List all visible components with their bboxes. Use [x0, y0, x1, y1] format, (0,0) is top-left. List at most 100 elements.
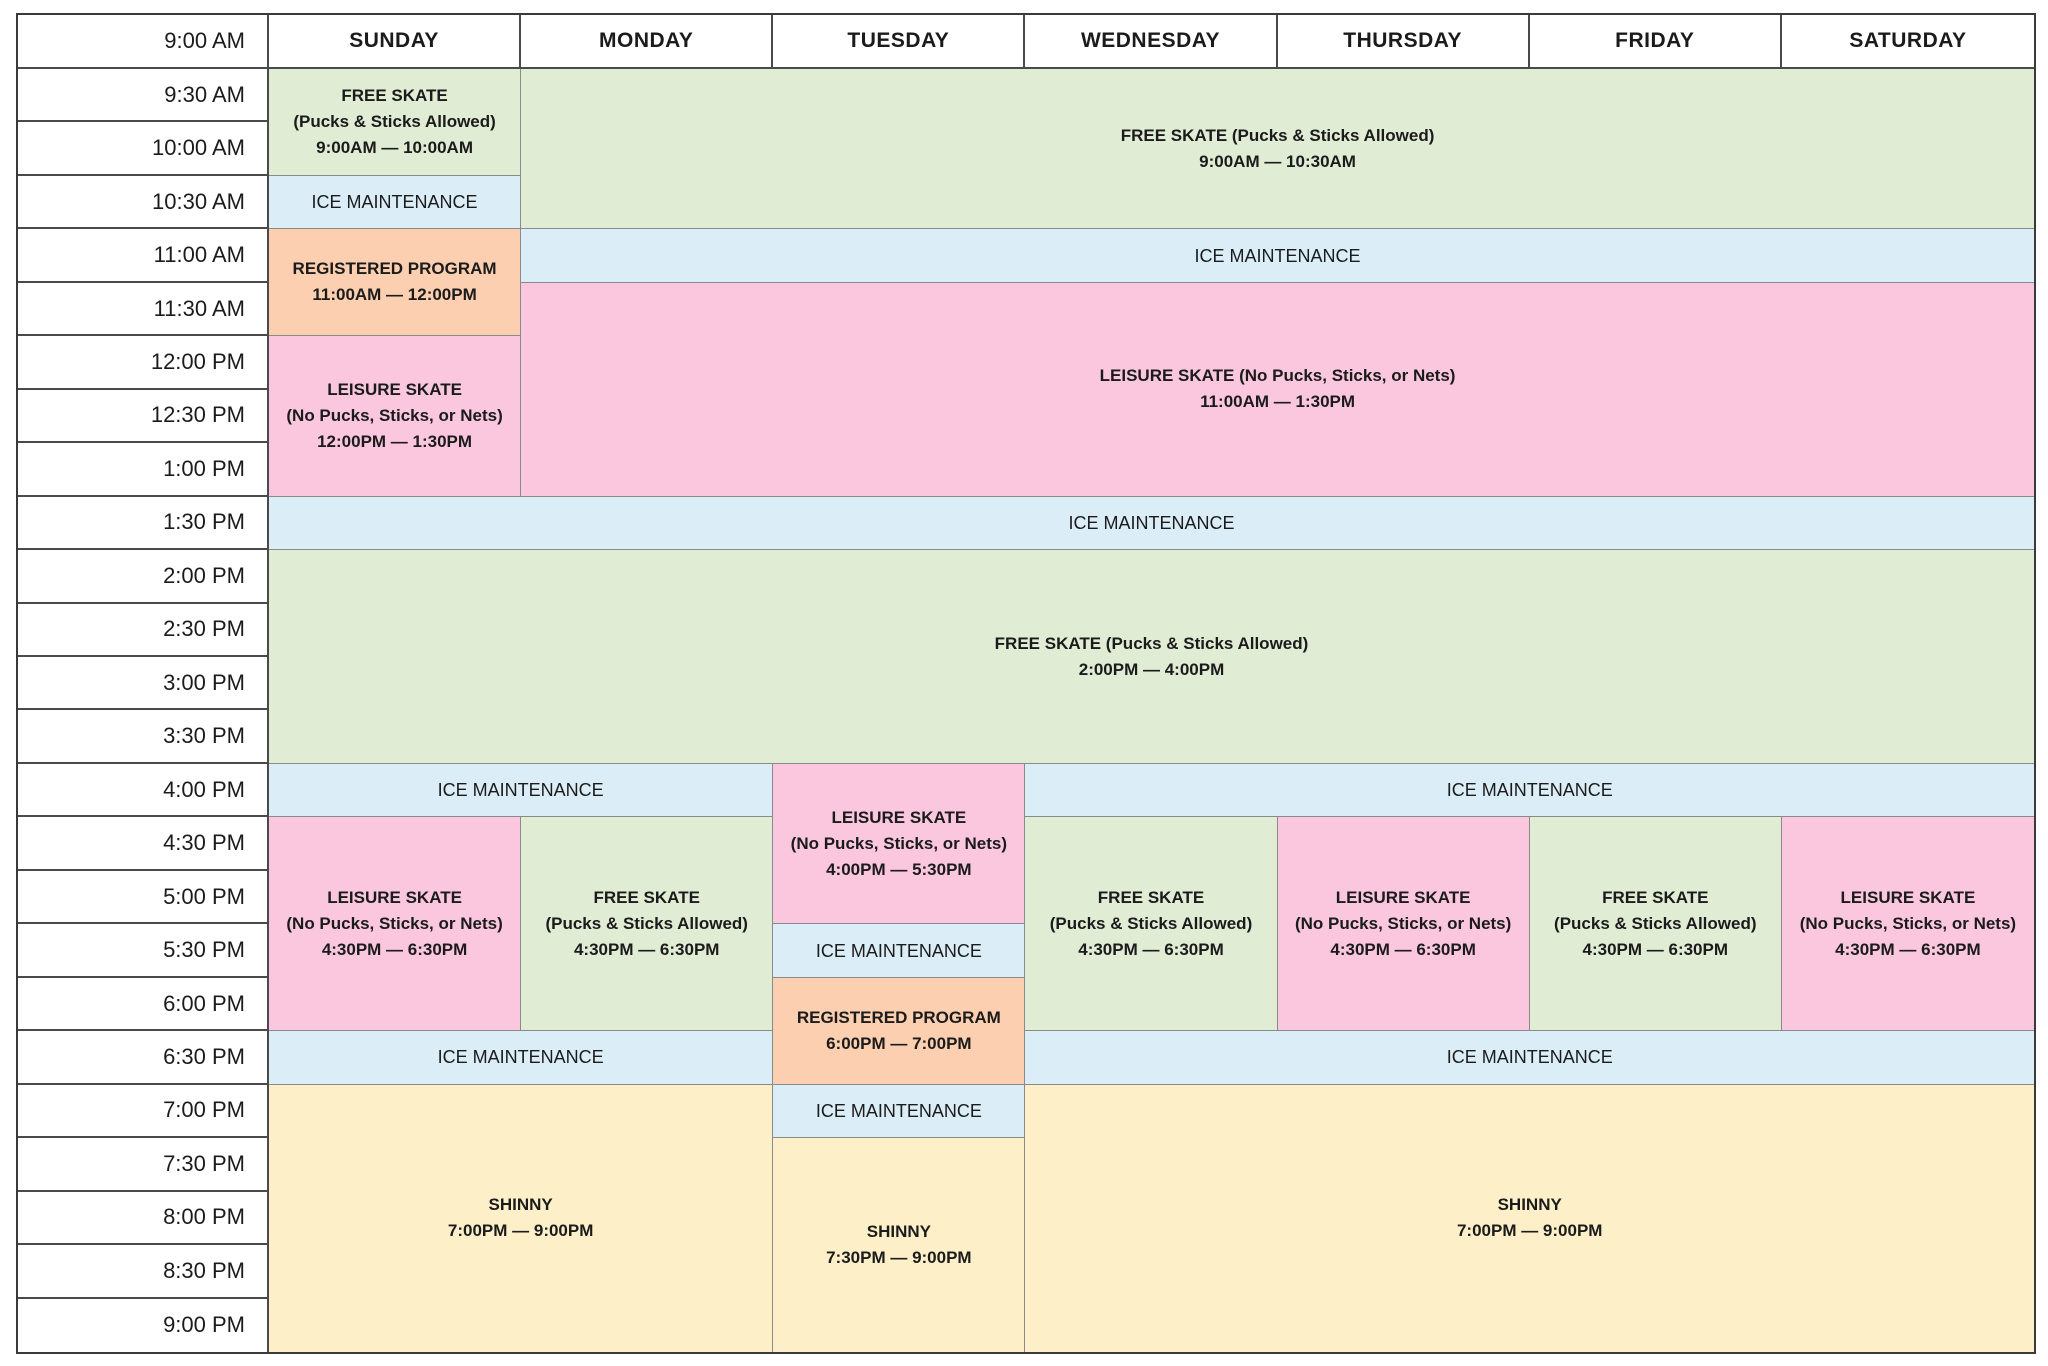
event-title: ICE MAINTENANCE — [311, 192, 478, 213]
event-ice-maintenance: ICE MAINTENANCE — [521, 229, 2034, 283]
event-title: REGISTERED PROGRAM — [292, 259, 497, 279]
event-detail: 2:00PM — 4:00PM — [1078, 659, 1225, 679]
time-slot-label: 2:30 PM — [18, 603, 269, 658]
time-slot-label: 4:30 PM — [18, 817, 269, 871]
time-slot-label: 5:00 PM — [18, 870, 269, 925]
event-detail: 9:00AM — 10:00AM — [316, 137, 473, 157]
event-free-skate: FREE SKATE (Pucks & Sticks Allowed) 9:00AM… — [269, 69, 522, 176]
event-free-skate: FREE SKATE (Pucks & Sticks Allowed) 4:30PM… — [1025, 817, 1278, 1032]
event-ice-maintenance: ICE MAINTENANCE — [269, 496, 2034, 551]
time-slot-label: 1:00 PM — [18, 443, 269, 497]
event-detail: (No Pucks, Sticks, or Nets) — [286, 405, 503, 425]
day-header-friday: FRIDAY — [1529, 15, 1782, 69]
event-title: ICE MAINTENANCE — [1194, 245, 1361, 266]
event-detail: (Pucks & Sticks Allowed) — [545, 913, 748, 933]
time-slot-label: 11:30 AM — [18, 282, 269, 337]
time-slot-label: 5:30 PM — [18, 924, 269, 978]
day-header-tuesday: TUESDAY — [773, 15, 1026, 69]
event-title: FREE SKATE — [593, 887, 700, 907]
event-registered-program: REGISTERED PROGRAM 6:00PM — 7:00PM — [773, 977, 1026, 1085]
event-title: ICE MAINTENANCE — [1446, 780, 1613, 801]
time-slot-label: 9:00 PM — [18, 1298, 269, 1352]
time-slot-label: 4:00 PM — [18, 763, 269, 818]
event-detail: 4:30PM — 6:30PM — [1078, 939, 1224, 959]
event-title: SHINNY — [866, 1222, 931, 1242]
event-title: ICE MAINTENANCE — [437, 780, 604, 801]
time-slot-label: 3:30 PM — [18, 710, 269, 764]
event-title: ICE MAINTENANCE — [1446, 1047, 1613, 1068]
event-leisure-skate: LEISURE SKATE(No Pucks, Sticks, or Nets)… — [1781, 817, 2034, 1032]
event-ice-maintenance: ICE MAINTENANCE — [269, 763, 774, 818]
event-detail: (Pucks & Sticks Allowed) — [1554, 913, 1757, 933]
event-detail: 7:30PM — 9:00PM — [826, 1248, 972, 1268]
event-free-skate: FREE SKATE (Pucks & Sticks Allowed) 4:30PM… — [1529, 817, 1782, 1032]
event-detail: 11:00AM — 12:00PM — [312, 285, 477, 305]
event-title: FREE SKATE — [341, 85, 448, 105]
event-title: FREE SKATE — [1602, 887, 1709, 907]
event-detail: 4:30PM — 6:30PM — [321, 939, 468, 959]
event-title: REGISTERED PROGRAM — [796, 1007, 1001, 1027]
event-free-skate: FREE SKATE (Pucks & Sticks Allowed) 2:00P… — [269, 550, 2034, 764]
event-title: FREE SKATE (Pucks & Sticks Allowed) — [994, 633, 1309, 653]
event-title: SHINNY — [1497, 1195, 1562, 1215]
day-header-sunday: SUNDAY — [269, 15, 522, 69]
day-header-wednesday: WEDNESDAY — [1025, 15, 1278, 69]
time-slot-label: 12:00 PM — [18, 336, 269, 390]
day-header-saturday: SATURDAY — [1781, 15, 2034, 69]
event-title: ICE MAINTENANCE — [437, 1047, 604, 1068]
event-ice-maintenance: ICE MAINTENANCE — [269, 1031, 774, 1085]
event-title: FREE SKATE — [1097, 887, 1205, 907]
event-title: ICE MAINTENANCE — [1068, 512, 1235, 533]
time-slot-label: 7:00 PM — [18, 1084, 269, 1139]
time-slot-label: 10:00 AM — [18, 122, 269, 176]
event-detail: 7:00PM — 9:00PM — [447, 1221, 594, 1241]
time-slot-label: 3:00 PM — [18, 657, 269, 711]
event-ice-maintenance: ICE MAINTENANCE — [1025, 763, 2034, 818]
time-slot-label: 11:00 AM — [18, 229, 269, 283]
event-shinny: SHINNY 7:00PM — 9:00PM — [1025, 1084, 2034, 1352]
event-detail: 6:00PM — 7:00PM — [826, 1033, 972, 1053]
time-slot-label: 1:30 PM — [18, 496, 269, 551]
event-detail: 4:30PM — 6:30PM — [1835, 939, 1981, 959]
event-leisure-skate: LEISURE SKATE(No Pucks, Sticks, or Nets)… — [773, 763, 1026, 925]
event-detail: 4:00PM — 5:30PM — [826, 859, 972, 879]
event-ice-maintenance: ICE MAINTENANCE — [1025, 1031, 2034, 1085]
time-slot-label: 6:30 PM — [18, 1031, 269, 1085]
event-registered-program: REGISTERED PROGRAM 11:00AM — 12:00PM — [269, 229, 522, 337]
event-detail: (No Pucks, Sticks, or Nets) — [1294, 913, 1512, 933]
time-header-label: 9:00 AM — [18, 15, 269, 69]
event-title: FREE SKATE (Pucks & Sticks Allowed) — [1120, 125, 1435, 145]
time-slot-label: 9:30 AM — [18, 69, 269, 123]
event-detail: 11:00AM — 1:30PM — [1200, 392, 1356, 412]
event-detail: 9:00AM — 10:30AM — [1199, 151, 1356, 171]
time-slot-label: 6:00 PM — [18, 977, 269, 1032]
event-detail: 4:30PM — 6:30PM — [1582, 939, 1729, 959]
event-title: ICE MAINTENANCE — [815, 1100, 982, 1121]
event-title: LEISURE SKATE — [1840, 887, 1976, 907]
event-title: LEISURE SKATE — [1335, 887, 1471, 907]
schedule-grid: 9:00 AM SUNDAY MONDAY TUESDAY WEDNESDAY … — [16, 13, 2036, 1354]
event-ice-maintenance: ICE MAINTENANCE — [773, 924, 1026, 978]
event-title: LEISURE SKATE — [327, 379, 462, 399]
event-free-skate: FREE SKATE (Pucks & Sticks Allowed) 9:00A… — [521, 69, 2034, 230]
event-detail: (No Pucks, Sticks, or Nets) — [790, 833, 1008, 853]
event-detail: 7:00PM — 9:00PM — [1456, 1221, 1603, 1241]
event-shinny: SHINNY 7:30PM — 9:00PM — [773, 1138, 1026, 1352]
day-header-monday: MONDAY — [521, 15, 774, 69]
day-header-thursday: THURSDAY — [1277, 15, 1530, 69]
event-leisure-skate: LEISURE SKATE (No Pucks, Sticks, or Nets… — [521, 282, 2034, 497]
time-slot-label: 8:30 PM — [18, 1245, 269, 1299]
event-detail: (No Pucks, Sticks, or Nets) — [286, 913, 503, 933]
event-leisure-skate: LEISURE SKATE(No Pucks, Sticks, or Nets)… — [269, 817, 522, 1032]
event-title: SHINNY — [488, 1195, 553, 1215]
event-free-skate: FREE SKATE(Pucks & Sticks Allowed)4:30PM… — [521, 817, 774, 1032]
event-detail: 12:00PM — 1:30PM — [317, 431, 473, 451]
event-title: ICE MAINTENANCE — [815, 940, 982, 961]
event-detail: (Pucks & Sticks Allowed) — [1049, 913, 1253, 933]
time-slot-label: 10:30 AM — [18, 175, 269, 230]
event-ice-maintenance: ICE MAINTENANCE — [773, 1084, 1026, 1139]
event-title: LEISURE SKATE (No Pucks, Sticks, or Nets… — [1099, 366, 1456, 386]
event-leisure-skate: LEISURE SKATE (No Pucks, Sticks, or Nets)… — [1277, 817, 1530, 1032]
time-slot-label: 7:30 PM — [18, 1138, 269, 1192]
event-detail: (Pucks & Sticks Allowed) — [293, 111, 496, 131]
